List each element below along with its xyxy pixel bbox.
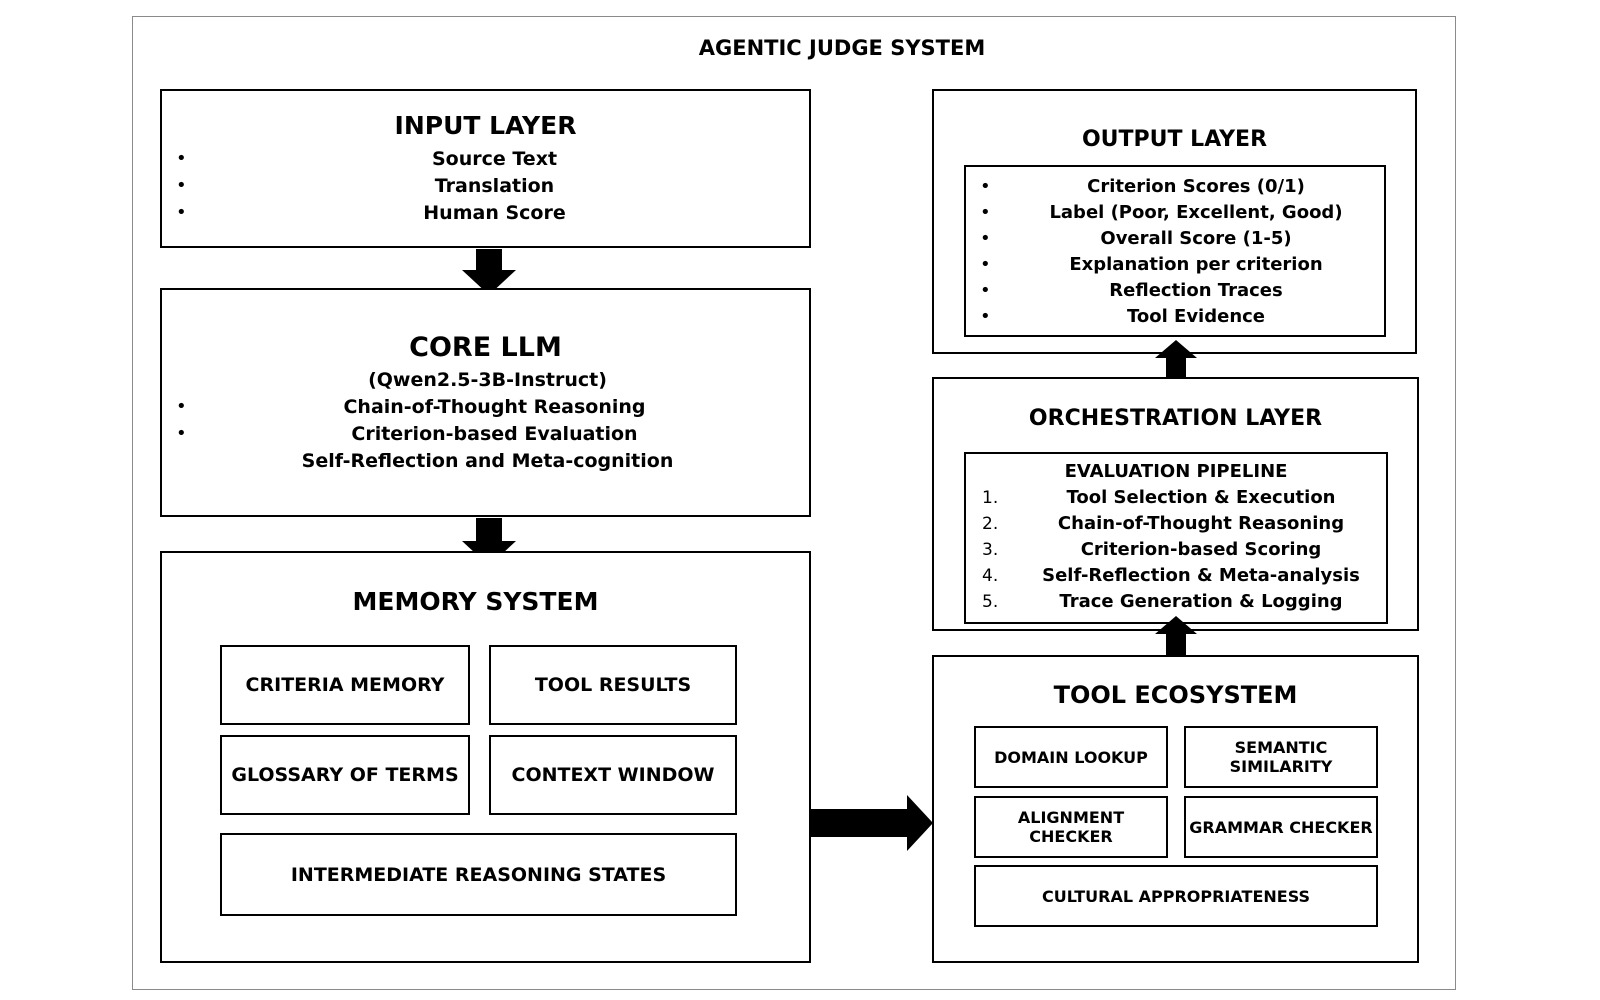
bullet-marker: •	[980, 176, 991, 197]
bullet-marker: •	[980, 280, 991, 301]
pipeline-step-number: 5.	[982, 592, 999, 612]
tool-semantic-similarity: SEMANTIC SIMILARITY	[1184, 726, 1378, 788]
memory-module-criteria: CRITERIA MEMORY	[220, 645, 470, 725]
core-llm-item-cot: Chain-of-Thought Reasoning	[343, 396, 646, 418]
output-item-overall-score: Overall Score (1-5)	[1100, 228, 1292, 249]
tool-domain-lookup: DOMAIN LOOKUP	[974, 726, 1168, 788]
core-llm-box: CORE LLM (Qwen2.5-3B-Instruct) • Chain-o…	[160, 288, 811, 517]
pipeline-step-number: 1.	[982, 488, 999, 508]
tool-grammar-checker: GRAMMAR CHECKER	[1184, 796, 1378, 858]
input-item-human-score: Human Score	[423, 202, 566, 224]
evaluation-pipeline-box: EVALUATION PIPELINE 1. Tool Selection & …	[964, 452, 1388, 624]
output-item-explanation: Explanation per criterion	[1069, 254, 1323, 275]
output-layer-title: OUTPUT LAYER	[1081, 127, 1268, 152]
bullet-marker: •	[980, 202, 991, 223]
pipeline-step-cot: Chain-of-Thought Reasoning	[1057, 513, 1345, 534]
bullet-marker: •	[176, 175, 187, 196]
tool-alignment-checker: ALIGNMENT CHECKER	[974, 796, 1168, 858]
arrow-right-memory-to-tools	[811, 795, 933, 851]
pipeline-step-criterion-scoring: Criterion-based Scoring	[1080, 539, 1322, 560]
output-layer-box: OUTPUT LAYER • Criterion Scores (0/1) • …	[932, 89, 1417, 354]
pipeline-step-trace-generation: Trace Generation & Logging	[1059, 591, 1343, 612]
bullet-marker: •	[176, 423, 187, 444]
bullet-marker: •	[176, 148, 187, 169]
arrow-down-core-to-memory	[462, 518, 516, 566]
output-item-label: Label (Poor, Excellent, Good)	[1049, 202, 1343, 223]
pipeline-step-number: 2.	[982, 514, 999, 534]
bullet-marker: •	[980, 254, 991, 275]
pipeline-step-number: 3.	[982, 540, 999, 560]
pipeline-step-tool-selection: Tool Selection & Execution	[1066, 487, 1336, 508]
memory-system-title: MEMORY SYSTEM	[352, 587, 599, 616]
output-item-reflection-traces: Reflection Traces	[1109, 280, 1283, 301]
input-item-source-text: Source Text	[431, 148, 558, 170]
memory-module-tool-results: TOOL RESULTS	[489, 645, 737, 725]
output-items-box: • Criterion Scores (0/1) • Label (Poor, …	[964, 165, 1386, 337]
memory-system-box: MEMORY SYSTEM CRITERIA MEMORY TOOL RESUL…	[160, 551, 811, 963]
arrow-up-orchestration-to-output	[1155, 340, 1197, 378]
core-llm-title: CORE LLM	[409, 332, 562, 363]
evaluation-pipeline-title: EVALUATION PIPELINE	[1064, 461, 1288, 482]
diagram-title: AGENTIC JUDGE SYSTEM	[698, 36, 986, 60]
input-item-translation: Translation	[434, 175, 555, 197]
bullet-marker: •	[980, 306, 991, 327]
pipeline-step-number: 4.	[982, 566, 999, 586]
orchestration-layer-title: ORCHESTRATION LAYER	[1028, 406, 1323, 431]
output-item-tool-evidence: Tool Evidence	[1126, 306, 1266, 327]
core-llm-item-self-reflection: Self-Reflection and Meta-cognition	[301, 450, 674, 472]
bullet-marker: •	[980, 228, 991, 249]
tool-ecosystem-box: TOOL ECOSYSTEM DOMAIN LOOKUP SEMANTIC SI…	[932, 655, 1419, 963]
tool-cultural-appropriateness: CULTURAL APPROPRIATENESS	[974, 865, 1378, 927]
orchestration-layer-box: ORCHESTRATION LAYER EVALUATION PIPELINE …	[932, 377, 1419, 631]
output-item-criterion-scores: Criterion Scores (0/1)	[1087, 176, 1305, 197]
arrow-up-tools-to-orchestration	[1155, 616, 1197, 656]
tool-ecosystem-title: TOOL ECOSYSTEM	[1053, 681, 1298, 709]
arrow-down-input-to-core	[462, 249, 516, 295]
memory-module-context-window: CONTEXT WINDOW	[489, 735, 737, 815]
memory-module-glossary: GLOSSARY OF TERMS	[220, 735, 470, 815]
bullet-marker: •	[176, 396, 187, 417]
core-llm-item-criterion: Criterion-based Evaluation	[351, 423, 638, 445]
memory-module-intermediate-states: INTERMEDIATE REASONING STATES	[220, 833, 737, 916]
input-layer-box: INPUT LAYER • Source Text • Translation …	[160, 89, 811, 248]
pipeline-step-self-reflection: Self-Reflection & Meta-analysis	[1042, 565, 1360, 586]
core-llm-subtitle: (Qwen2.5-3B-Instruct)	[368, 369, 607, 391]
bullet-marker: •	[176, 202, 187, 223]
outer-frame	[132, 16, 1456, 990]
input-layer-title: INPUT LAYER	[394, 111, 577, 140]
